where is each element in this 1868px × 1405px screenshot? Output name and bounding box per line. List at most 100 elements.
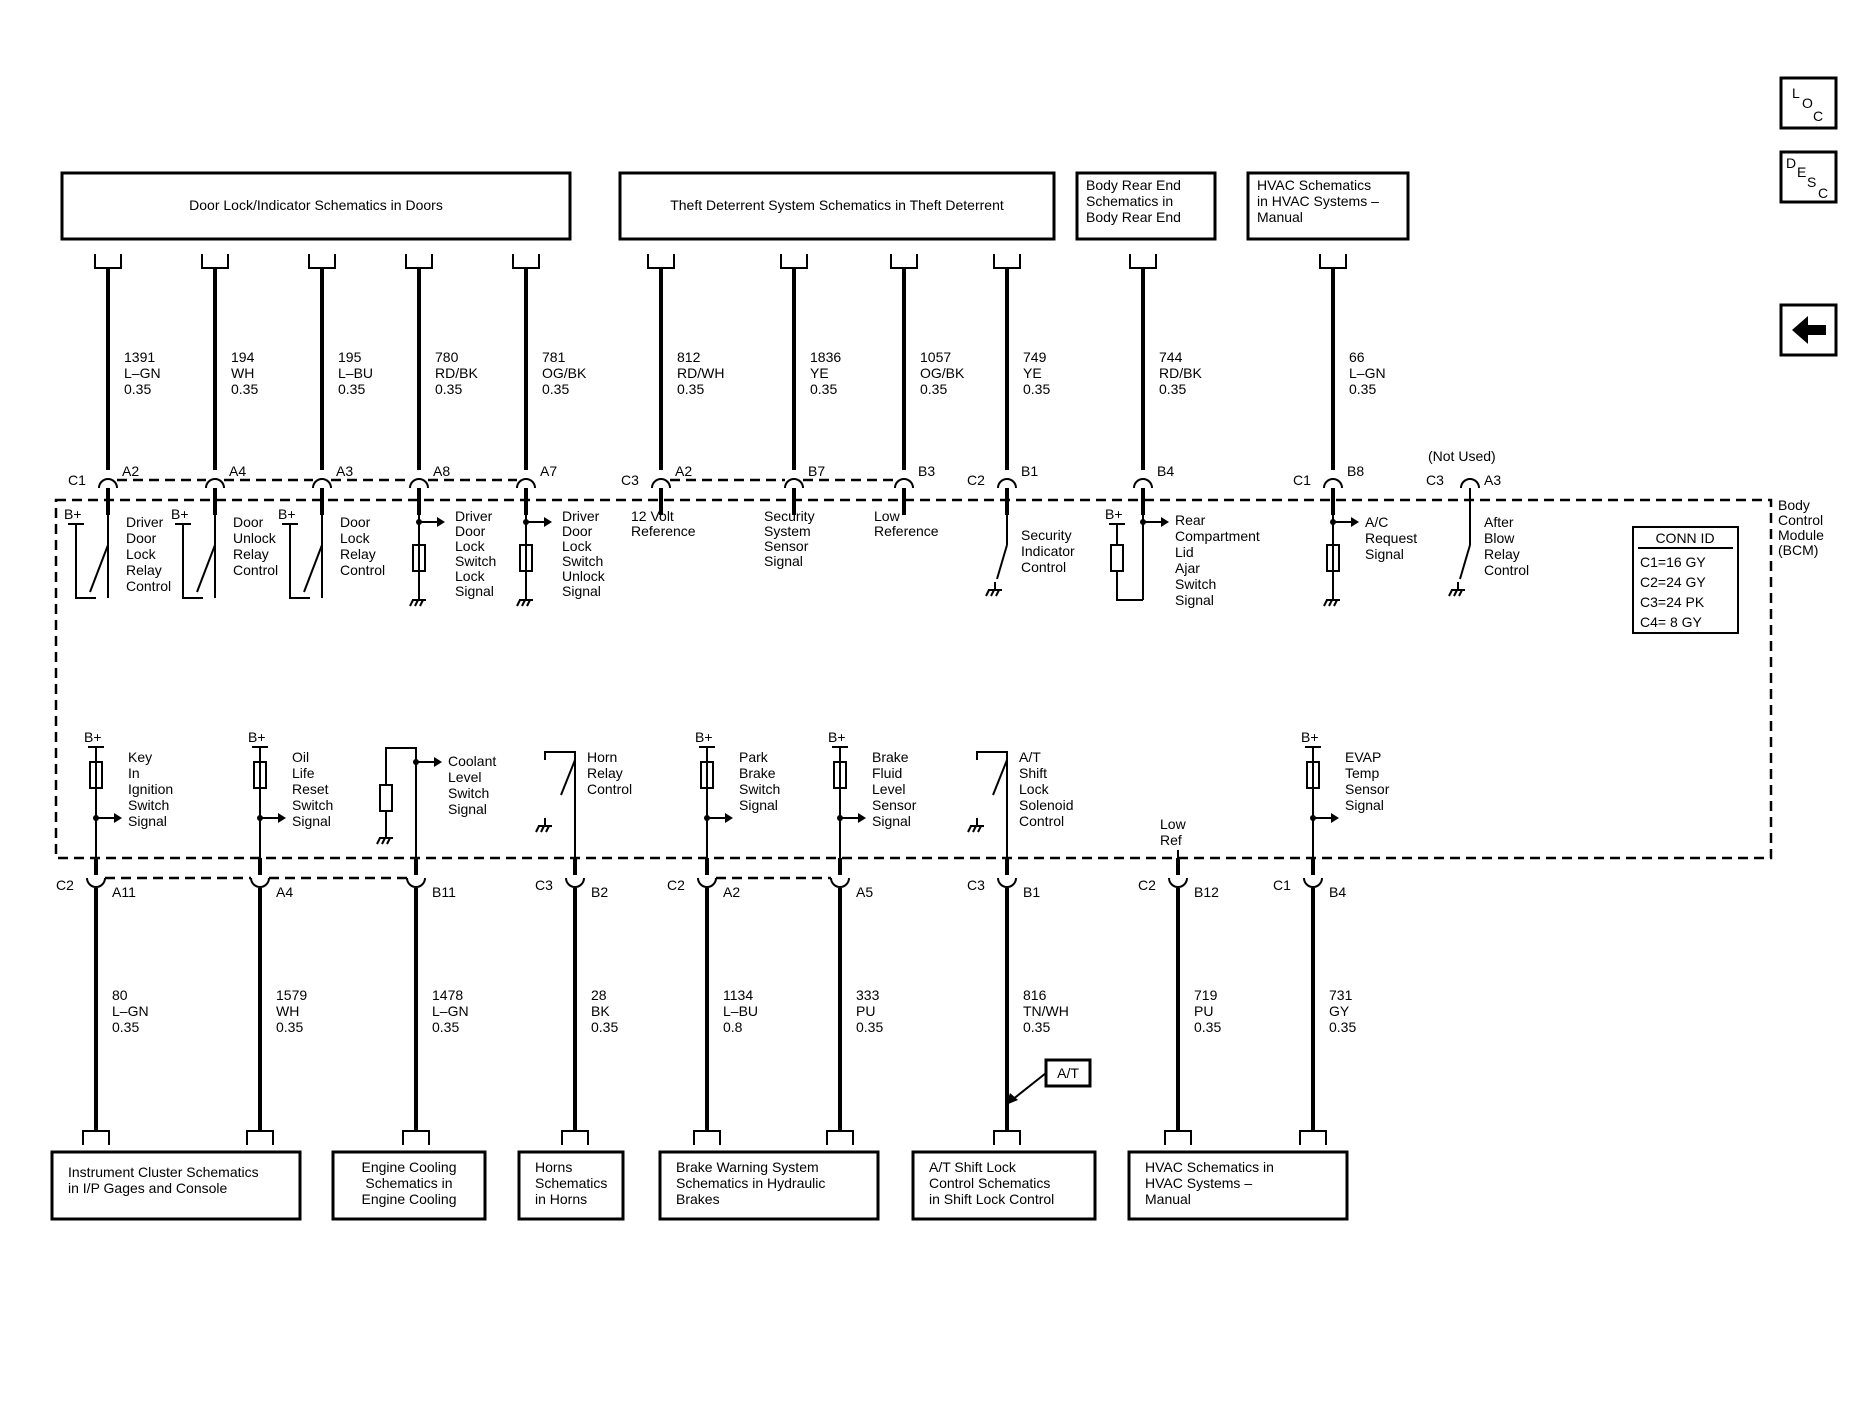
function-text: Door	[340, 514, 371, 530]
pin-number: B12	[1194, 884, 1219, 900]
connector-pin	[98, 478, 118, 489]
signal-arrow-icon	[725, 813, 733, 823]
wire-gauge: 0.35	[124, 381, 151, 397]
top-box-frame	[1075, 171, 1217, 241]
connector-plug	[647, 254, 675, 269]
connector-plug	[993, 1130, 1021, 1145]
circuit-number: 194	[231, 349, 255, 365]
connector-plug	[1164, 1130, 1192, 1145]
wire-color: YE	[1023, 365, 1042, 381]
wire-gauge: 0.35	[856, 1019, 883, 1035]
function-text: Signal	[1365, 546, 1404, 562]
bottom-box-frame	[517, 1150, 625, 1221]
relay-wire	[75, 524, 96, 599]
back-button[interactable]	[1779, 303, 1838, 357]
ground-icon	[990, 589, 995, 597]
connector-plug	[402, 1130, 430, 1145]
pin-number: B1	[1023, 884, 1040, 900]
bottom-box-text: Engine Cooling	[362, 1159, 457, 1175]
pin-number: A2	[122, 463, 139, 479]
wire-color: L–GN	[124, 365, 161, 381]
function-text: Lock	[455, 568, 486, 584]
signal-arrow-icon	[544, 517, 552, 527]
wire-gauge: 0.35	[338, 381, 365, 397]
loc-button[interactable]: LOC	[1779, 76, 1838, 130]
pin-number: B7	[808, 463, 825, 479]
bottom-box-text: Brake Warning System	[676, 1159, 819, 1175]
connector-id: C1	[68, 472, 86, 488]
wire-gauge: 0.35	[920, 381, 947, 397]
function-text: Relay	[340, 546, 376, 562]
function-text: Door	[233, 514, 264, 530]
connector-plug	[82, 1130, 110, 1145]
desc-letter-d: D	[1786, 155, 1796, 171]
function-text: Switch	[562, 553, 603, 569]
wire-gauge: 0.35	[591, 1019, 618, 1035]
connector-id: C3	[1426, 472, 1444, 488]
circuit-number: 1057	[920, 349, 951, 365]
circuit-number: 749	[1023, 349, 1047, 365]
ground-icon	[540, 825, 545, 833]
connector-pin	[651, 478, 671, 489]
left-arrow-icon	[1792, 316, 1826, 344]
bottom-box-frame	[331, 1150, 487, 1221]
wire-gauge: 0.35	[1023, 1019, 1050, 1035]
bottom-box-frame	[50, 1150, 302, 1221]
ground-icon	[376, 837, 381, 845]
wire-gauge: 0.8	[723, 1019, 743, 1035]
circuit-number: 744	[1159, 349, 1183, 365]
loc-letter-c: C	[1813, 108, 1823, 124]
ground-icon	[1323, 599, 1328, 607]
function-text: 12 Volt	[631, 508, 674, 524]
connector-pin	[312, 478, 332, 489]
connector-plug	[993, 254, 1021, 269]
function-text: Security	[764, 508, 815, 524]
function-text: Relay	[126, 562, 162, 578]
top-destination-box[interactable]: Theft Deterrent System Schematics in The…	[618, 171, 1056, 241]
module-name-text: Body	[1778, 497, 1810, 513]
bottom-box-text: Manual	[1145, 1191, 1191, 1207]
top-box-text: Body Rear End	[1086, 209, 1181, 225]
loc-letter-l: L	[1792, 85, 1800, 101]
function-text: Door	[562, 523, 593, 539]
function-text: Coolant	[448, 753, 496, 769]
function-text: Blow	[1484, 530, 1515, 546]
ground-icon	[1453, 589, 1458, 597]
wire-color: OG/BK	[542, 365, 587, 381]
signal-arrow-icon	[434, 757, 442, 767]
function-text: Life	[292, 765, 315, 781]
ground-icon	[535, 825, 540, 833]
top-destination-box[interactable]: Door Lock/Indicator Schematics in Doors	[60, 171, 572, 241]
